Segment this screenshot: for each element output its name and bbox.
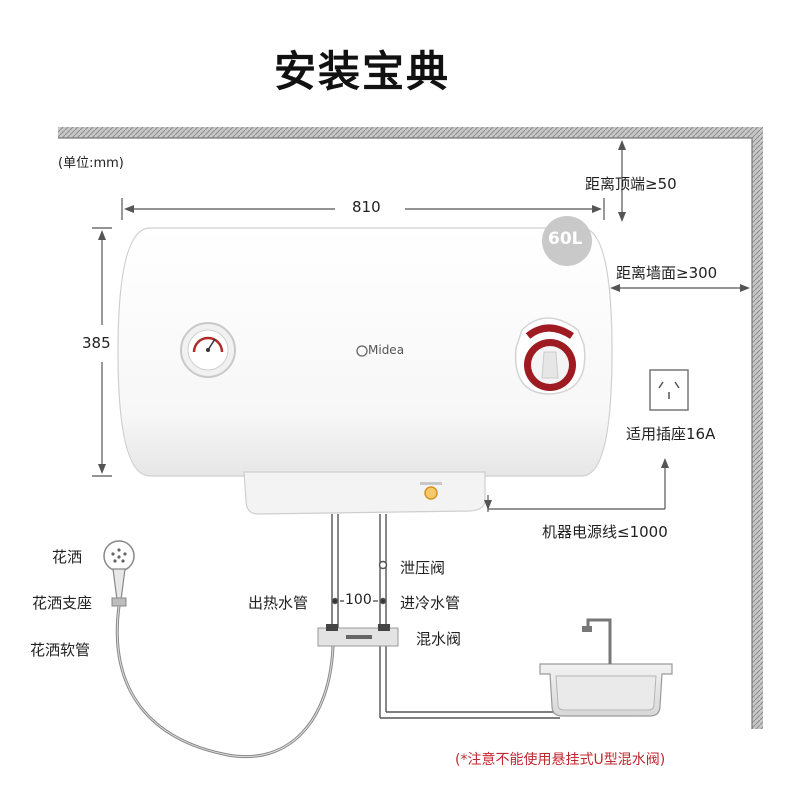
- shower-head-label: 花洒: [52, 548, 83, 566]
- power-cord-label: 机器电源线≤1000: [542, 523, 668, 541]
- top-clearance-label: 距离顶端≥50: [585, 175, 677, 193]
- width-dimension: [121, 198, 605, 220]
- power-cord-line: [484, 458, 669, 512]
- brand-name: Midea: [368, 343, 405, 357]
- bottom-panel: [243, 471, 486, 515]
- water-heater: [117, 216, 613, 515]
- wall: [58, 127, 763, 729]
- power-socket: [649, 369, 689, 411]
- indicator-light-icon: [424, 486, 438, 500]
- cold-inlet-label: 进冷水管: [400, 594, 461, 612]
- wall-clearance-dimension: [610, 284, 750, 292]
- unit-label: (单位:mm): [58, 156, 124, 171]
- hot-outlet-label: 出热水管: [248, 594, 309, 612]
- brand-logo-icon: [356, 345, 368, 357]
- page-title: 安装宝典: [274, 47, 451, 96]
- capacity-badge-text: 60L: [548, 229, 583, 249]
- mixing-valve: [317, 624, 399, 647]
- height-value: 385: [82, 334, 111, 352]
- wall-clearance-label: 距离墙面≥300: [616, 264, 718, 282]
- sink: [539, 618, 673, 717]
- warning-note: (*注意不能使用悬挂式U型混水阀): [455, 752, 666, 768]
- shower-hose-label: 花洒软管: [30, 641, 91, 659]
- mixing-valve-label: 混水阀: [416, 630, 462, 648]
- top-clearance-dimension: [618, 140, 626, 222]
- shower-holder-label: 花洒支座: [32, 594, 93, 612]
- relief-valve-label: 泄压阀: [400, 559, 446, 577]
- temperature-knob: [514, 317, 586, 395]
- pipes: [331, 514, 560, 719]
- shower-head: [103, 540, 135, 607]
- thermometer-gauge: [180, 322, 236, 378]
- capacity-badge: [542, 216, 592, 266]
- pipe-gap-value: 100: [345, 592, 372, 608]
- width-value: 810: [352, 198, 381, 216]
- height-dimension: [92, 227, 112, 477]
- socket-label: 适用插座16A: [626, 425, 716, 443]
